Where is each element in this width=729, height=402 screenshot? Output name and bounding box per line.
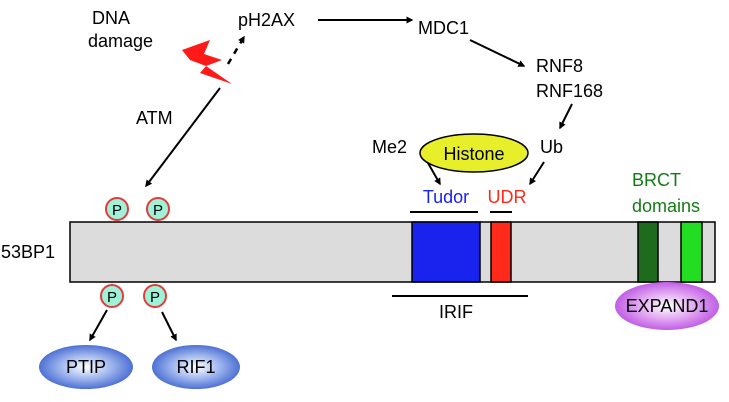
rnf168-label: RNF168: [536, 81, 603, 101]
53bp1-protein-bar: [69, 221, 716, 283]
arrow-ub-udr: [529, 161, 545, 186]
brct-domain-2: [680, 221, 703, 283]
rif1-ellipse: [152, 345, 240, 389]
arrow-mdc1-rnf: [469, 39, 526, 67]
arrow-to-ptip: [89, 309, 108, 342]
dna-damage-label-line1: DNA: [92, 8, 130, 28]
histone-label: Histone: [443, 144, 504, 164]
tudor-label: Tudor: [423, 187, 469, 207]
phospho-label: P: [153, 202, 163, 219]
expand1-label: EXPAND1: [626, 296, 709, 316]
phospho-site-bottom-1: P: [100, 284, 124, 308]
lightning-icon: [182, 40, 232, 84]
phospho-site-top-1: P: [105, 197, 129, 221]
brct-domain-1: [637, 221, 659, 283]
arrow-me2-tudor: [427, 162, 441, 186]
rnf8-label: RNF8: [536, 56, 583, 76]
me2-label: Me2: [372, 137, 407, 157]
mdc1-label: MDC1: [418, 18, 469, 38]
expand1-ellipse: [615, 282, 719, 330]
arrow-rnf-ub: [559, 103, 573, 130]
tudor-domain: [411, 221, 481, 283]
phospho-site-top-2: P: [146, 197, 170, 221]
atm-label: ATM: [136, 108, 173, 128]
brct-label-line1: BRCT: [632, 170, 681, 190]
udr-domain: [490, 221, 512, 283]
phospho-label: P: [150, 289, 160, 306]
rif1-label: RIF1: [176, 357, 215, 377]
ptip-label: PTIP: [66, 357, 106, 377]
dashed-arrow-ph2ax: [226, 35, 246, 65]
ptip-ellipse: [39, 345, 133, 389]
ph2ax-label: pH2AX: [238, 10, 295, 30]
udr-label: UDR: [488, 187, 527, 207]
histone-ellipse: [419, 133, 529, 173]
atm-arrow: [145, 87, 221, 188]
phospho-label: P: [107, 289, 117, 306]
53bp1-label: 53BP1: [1, 242, 55, 262]
phospho-label: P: [112, 202, 122, 219]
irif-label: IRIF: [439, 302, 473, 322]
dna-damage-label-line2: damage: [88, 31, 153, 51]
arrow-to-rif1: [161, 311, 177, 342]
phospho-site-bottom-2: P: [143, 284, 167, 308]
brct-label-line2: domains: [632, 196, 700, 216]
ub-label: Ub: [540, 137, 563, 157]
